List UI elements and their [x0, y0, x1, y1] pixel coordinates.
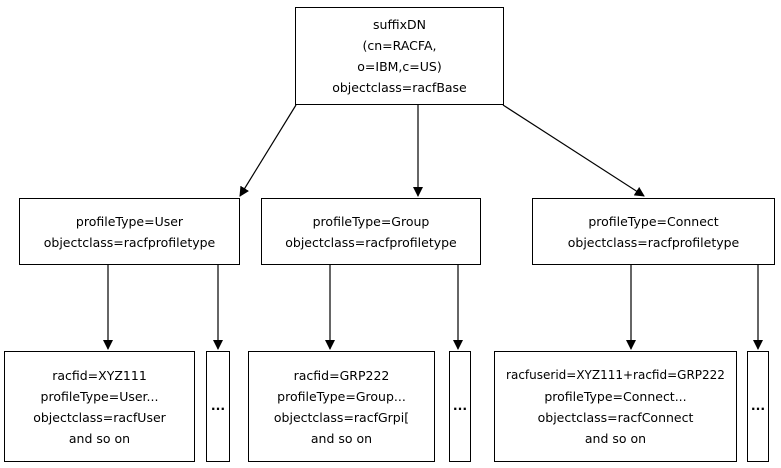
root-line-2: (cn=RACFA,	[362, 38, 437, 53]
root-node-suffixdn: suffixDN (cn=RACFA, o=IBM,c=US) objectcl…	[295, 7, 504, 105]
leaf-group-line-2: profileType=Group...	[277, 388, 406, 404]
leaf-user-line-2: profileType=User...	[40, 388, 159, 404]
leaf-group-line-4: and so on	[310, 430, 373, 446]
type-group-line-1: profileType=Group	[312, 213, 430, 229]
more-group-label: ...	[452, 398, 468, 414]
leaf-user-line-3: objectclass=racfUser	[33, 409, 166, 425]
more-node-group: ...	[449, 351, 471, 462]
leaf-node-connect-entry: racfuserid=XYZ111+racfid=GRP222 profileT…	[494, 351, 737, 462]
leaf-group-line-3: objectclass=racfGrpi[	[273, 409, 410, 425]
leaf-node-group-entry: racfid=GRP222 profileType=Group... objec…	[248, 351, 435, 462]
more-node-connect: ...	[747, 351, 769, 462]
leaf-user-line-4: and so on	[68, 430, 131, 446]
root-line-3: o=IBM,c=US)	[357, 59, 442, 74]
more-connect-label: ...	[750, 398, 766, 414]
type-node-connect: profileType=Connect objectclass=racfprof…	[532, 198, 775, 265]
type-group-line-2: objectclass=racfprofiletype	[285, 234, 457, 250]
leaf-connect-line-4: and so on	[584, 430, 647, 446]
type-user-line-1: profileType=User	[75, 213, 184, 229]
type-connect-line-1: profileType=Connect	[588, 213, 719, 229]
leaf-node-user-entry: racfid=XYZ111 profileType=User... object…	[4, 351, 195, 462]
arrow-root-to-user	[239, 104, 297, 197]
leaf-connect-line-3: objectclass=racfConnect	[537, 409, 694, 425]
type-connect-line-2: objectclass=racfprofiletype	[567, 234, 740, 250]
more-user-label: ...	[210, 398, 226, 414]
type-node-group: profileType=Group objectclass=racfprofil…	[261, 198, 481, 265]
leaf-user-line-1: racfid=XYZ111	[52, 367, 147, 383]
more-node-user: ...	[206, 351, 230, 462]
leaf-connect-line-1: racfuserid=XYZ111+racfid=GRP222	[506, 367, 725, 382]
type-node-user: profileType=User objectclass=racfprofile…	[19, 198, 240, 265]
leaf-connect-line-2: profileType=Connect...	[544, 388, 687, 404]
leaf-group-line-1: racfid=GRP222	[293, 367, 390, 383]
root-line-1: suffixDN	[373, 17, 426, 32]
root-line-4: objectclass=racfBase	[332, 80, 467, 95]
type-user-line-2: objectclass=racfprofiletype	[43, 234, 216, 250]
arrow-root-to-connect	[502, 104, 645, 197]
